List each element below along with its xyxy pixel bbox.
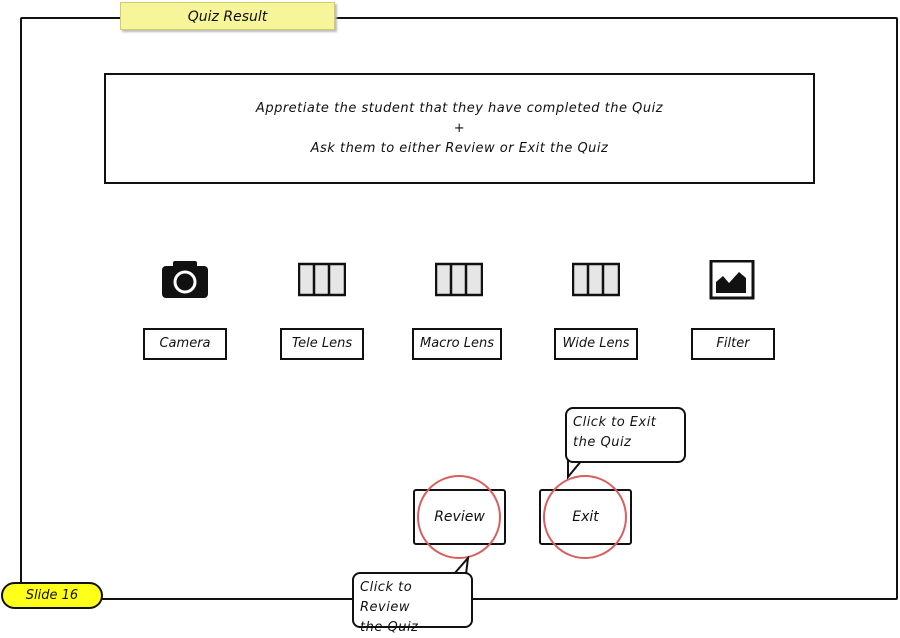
columns-icon [435,262,483,297]
page-title: Quiz Result [120,2,335,30]
highlight-circle [417,475,501,559]
macro-lens-label[interactable]: Macro Lens [412,328,502,360]
camera-icon [162,261,208,298]
wide-lens-label[interactable]: Wide Lens [554,328,638,360]
highlight-circle [543,475,627,559]
instruction-line: Appretiate the student that they have co… [255,100,664,116]
instruction-box: Appretiate the student that they have co… [104,73,815,184]
tele-lens-label[interactable]: Tele Lens [280,328,364,360]
instruction-line: Ask them to either Review or Exit the Qu… [310,140,609,156]
columns-icon [572,262,620,297]
callout-text: the Quiz [360,620,419,635]
columns-icon [298,262,346,297]
filter-label[interactable]: Filter [691,328,775,360]
slide-number-badge: Slide 16 [1,582,103,609]
callout-text: Click to Exit [573,415,657,430]
callout-text: the Quiz [573,435,632,450]
callout-tail [453,556,470,575]
exit-callout: Click to Exit the Quiz [565,407,686,463]
instruction-line: + [453,120,466,136]
image-icon [709,260,755,300]
callout-text: Click to Review [360,580,413,615]
camera-label[interactable]: Camera [143,328,227,360]
review-callout: Click to Review the Quiz [352,572,473,635]
